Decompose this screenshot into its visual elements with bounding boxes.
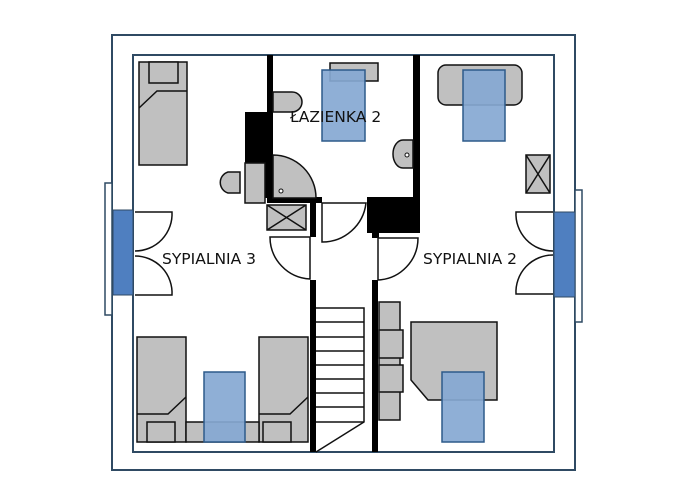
room-label-bedroom-3: SYPIALNIA 3 bbox=[162, 250, 256, 268]
window-right bbox=[553, 189, 583, 323]
sofa-chairs bbox=[378, 301, 404, 421]
toilet-left bbox=[219, 171, 241, 194]
shower-corner bbox=[272, 154, 317, 199]
window-left bbox=[104, 182, 134, 316]
ventilation-shaft-right bbox=[525, 154, 551, 194]
toilet-bathroom bbox=[272, 91, 303, 113]
bed-bottom-left bbox=[136, 336, 187, 443]
highlight-bed-top-right bbox=[462, 69, 506, 142]
bed-top-left bbox=[138, 61, 188, 166]
door-bedroom-2[interactable] bbox=[377, 237, 419, 281]
staircase bbox=[315, 307, 365, 453]
balcony-door-left[interactable] bbox=[134, 211, 173, 296]
door-bedroom-3[interactable] bbox=[269, 236, 311, 280]
sink-bathroom bbox=[392, 139, 414, 169]
highlight-bathtub bbox=[321, 69, 366, 142]
ventilation-shaft-left bbox=[266, 204, 307, 231]
balcony-door-right[interactable] bbox=[515, 211, 554, 295]
bed-bottom-middle bbox=[258, 336, 309, 443]
door-bathroom[interactable] bbox=[321, 202, 367, 243]
highlight-bed-bedroom-2 bbox=[441, 371, 485, 443]
cistern bbox=[244, 162, 266, 204]
highlight-bed-bedroom-3 bbox=[203, 371, 246, 443]
room-label-bathroom: ŁAZIENKA 2 bbox=[289, 108, 381, 126]
room-label-bedroom-2: SYPIALNIA 2 bbox=[423, 250, 517, 268]
